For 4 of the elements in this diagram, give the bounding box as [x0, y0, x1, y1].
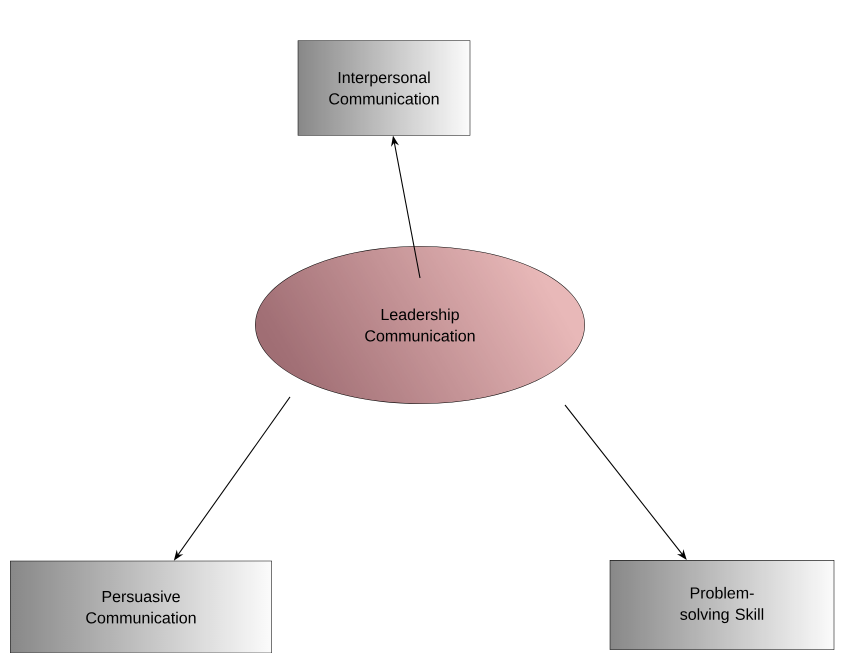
ellipse-node: Leadership Communication — [255, 246, 585, 404]
process-box: Persuasive Communication — [10, 560, 272, 653]
process-box: Problem-solving Skill — [610, 560, 834, 650]
process-box: Interpersonal Communication — [298, 40, 470, 136]
